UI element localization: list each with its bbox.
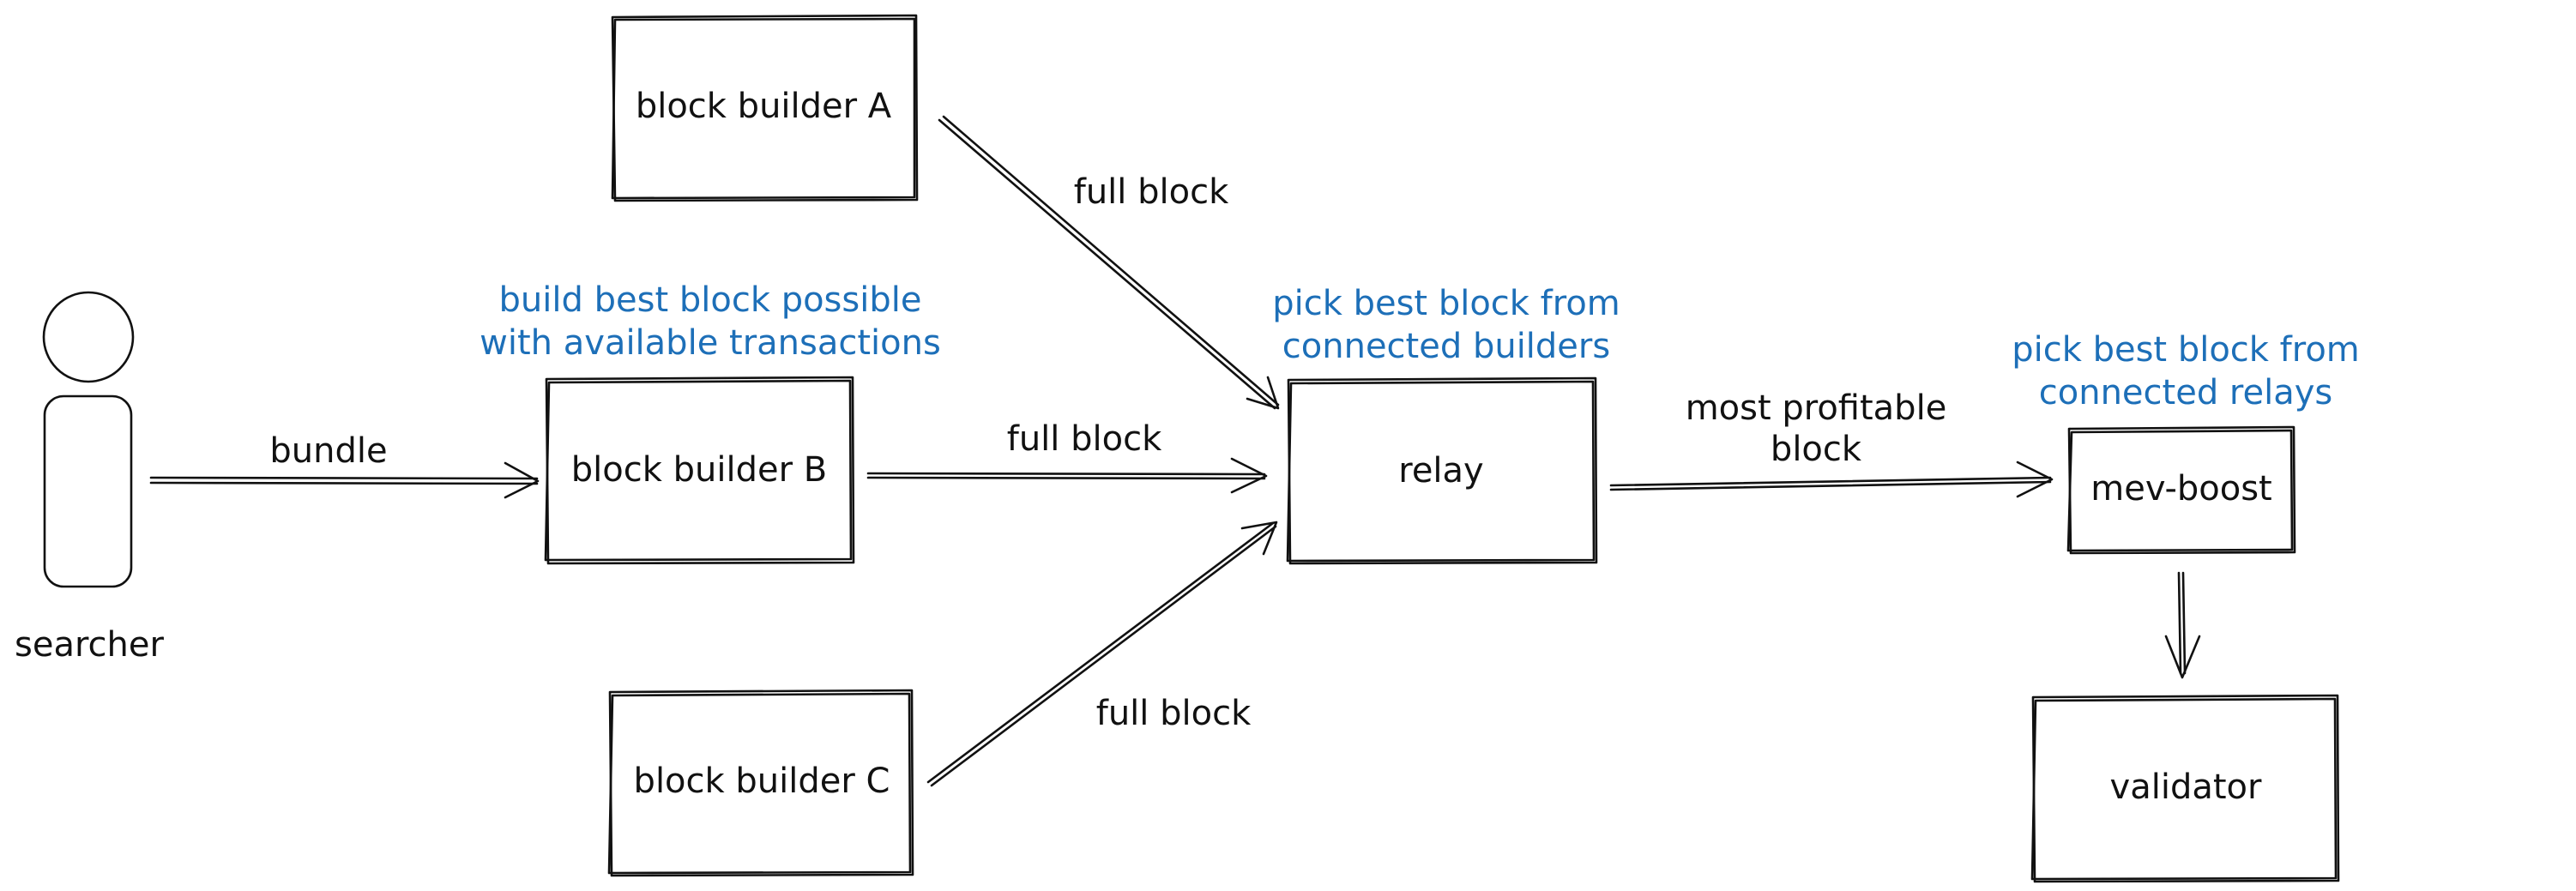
note-relay-line2: connected builders [1282,327,1610,366]
note-mev-boost-line1: pick best block from [2012,330,2360,370]
builder-a-box[interactable] [611,14,919,202]
builder-c-box[interactable] [607,689,914,877]
note-mev-boost-line2: connected relays [2039,373,2332,412]
relay-box[interactable] [1286,376,1598,565]
arrow-builder-c-to-relay [926,521,1278,787]
searcher-label: searcher [15,625,164,665]
validator-box[interactable] [2030,694,2340,883]
note-builder-b-line2: with available transactions [480,323,941,363]
builder-b-label: block builder B [571,450,827,490]
builder-b-box[interactable] [544,376,855,565]
searcher-body [43,394,133,588]
note-relay-line1: pick best block from [1272,284,1620,323]
arrow-builder-a-to-relay [938,115,1280,410]
edge-label-most-profitable-line1: most profitable [1686,388,1947,428]
arrow-searcher-to-builder-b [149,461,540,499]
builder-c-label: block builder C [634,762,890,801]
builder-a-label: block builder A [636,87,892,126]
arrow-builder-b-to-relay [866,457,1268,494]
edge-label-builder-a-full-block: full block [1074,172,1229,212]
validator-label: validator [2110,768,2262,807]
note-builder-b-line1: build best block possible [499,280,922,320]
edge-label-bundle: bundle [269,431,387,471]
searcher-actor [42,291,135,588]
edge-label-most-profitable-line2: block [1771,430,1862,469]
edge-label-builder-b-full-block: full block [1007,419,1162,459]
mev-boost-box[interactable] [2066,425,2296,555]
arrow-relay-to-mev-boost [1609,461,2054,498]
edge-label-builder-c-full-block: full block [1096,694,1252,733]
mev-boost-label: mev-boost [2090,469,2271,509]
searcher-head [42,291,135,383]
arrow-mev-boost-to-validator [2164,571,2201,679]
relay-label: relay [1398,451,1483,491]
